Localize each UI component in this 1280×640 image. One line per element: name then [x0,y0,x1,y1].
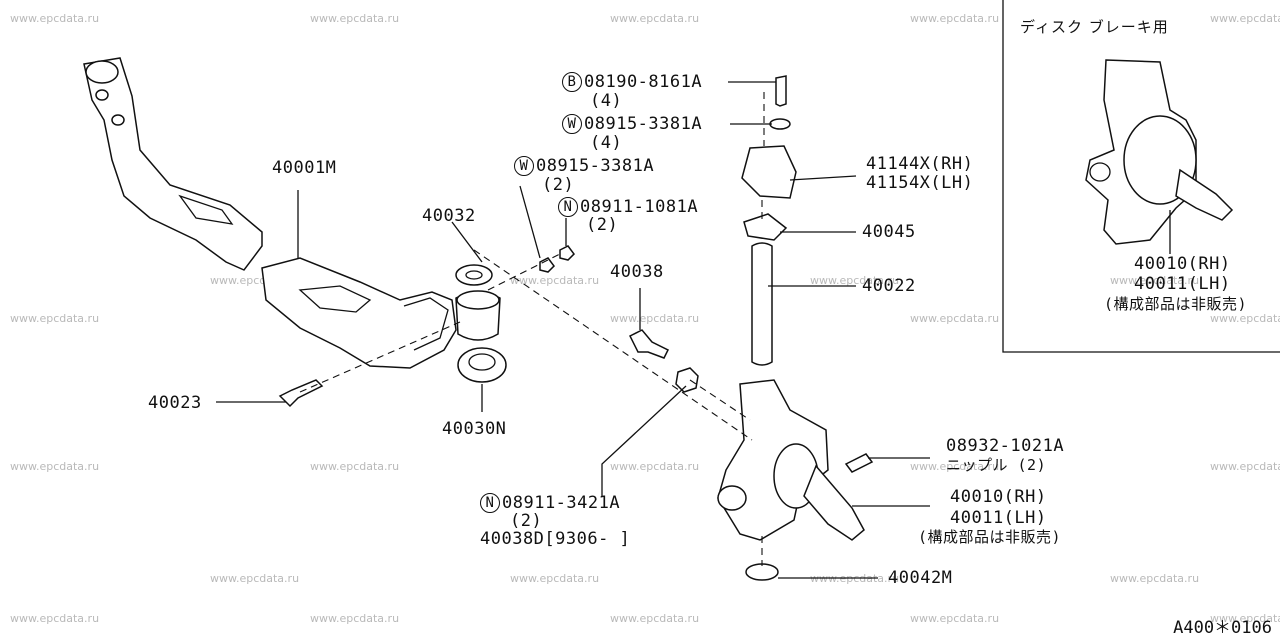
circle-n-icon: N [480,493,500,513]
label-40045: 40045 [862,222,916,242]
label-w2-number: 08915-3381A [536,156,655,176]
bolt-b-drawing [775,75,787,107]
washer-w-drawing [769,118,791,130]
bolt-40038-drawing [628,329,699,393]
label-08932: 08932-1021A [946,436,1065,456]
label-40001m: 40001M [272,158,337,178]
watermark: www.epcdata.ru [10,460,100,473]
inset-knuckle-drawing [1085,59,1234,245]
label-n2-qty: (2) [510,511,543,531]
label-w1-qty: (4) [590,133,623,153]
label-40042m: 40042M [888,568,953,588]
watermark: www.epcdata.ru [1110,274,1200,287]
watermark: www.epcdata.ru [310,460,400,473]
nut-drawing [559,245,575,261]
circle-b-icon: B [562,72,582,92]
label-40023: 40023 [148,393,202,413]
seal-drawing [745,563,779,581]
leader-lines [216,81,1171,579]
circle-w-icon: W [514,156,534,176]
inset-title: ディスク ブレーキ用 [1020,18,1169,36]
label-b-number: 08190-8161A [584,72,703,92]
label-n1-number: 08911-1081A [580,197,699,217]
label-nipple-note: ニップル (2) [946,456,1047,474]
label-40038d: 40038D[9306- ] [480,529,631,549]
watermark: www.epcdata.ru [210,572,300,585]
watermark: www.epcdata.ru [1110,572,1200,585]
watermark: www.epcdata.ru [1210,312,1280,325]
bushing-drawing [455,264,507,383]
label-40011: 40011(LH) [950,508,1047,528]
watermark: www.epcdata.ru [310,12,400,25]
nipple-drawing [844,453,874,473]
watermark: www.epcdata.ru [810,274,900,287]
label-40010: 40010(RH) [950,487,1047,507]
circle-w-icon: W [562,114,582,134]
label-not-sold-note: (構成部品は非販売) [918,528,1062,546]
plate-drawing [741,145,797,199]
label-n1-qty: (2) [586,215,619,235]
watermark: www.epcdata.ru [610,460,700,473]
king-pin-drawing [751,242,773,366]
inset-frame [1002,0,1280,353]
label-w2-qty: (2) [542,175,575,195]
page-id: A400＊0106 [1173,618,1272,638]
watermark: www.epcdata.ru [510,274,600,287]
label-w1-number: 08915-3381A [584,114,703,134]
knuckle-drawing [717,379,865,541]
watermark: www.epcdata.ru [510,572,600,585]
label-n2-number: 08911-3421A [502,493,621,513]
watermark: www.epcdata.ru [10,312,100,325]
washer-drawing [539,257,555,273]
watermark: www.epcdata.ru [310,612,400,625]
alignment-lines [299,92,765,566]
transverse-link-drawing [83,57,457,369]
label-41144x: 41144X(RH) [866,154,974,174]
watermark: www.epcdata.ru [910,612,1000,625]
inset-label-40010: 40010(RH) [1134,254,1231,274]
bolt-40023-drawing [278,379,324,408]
inset-not-sold-note: (構成部品は非販売) [1104,295,1248,313]
watermark: www.epcdata.ru [1210,612,1280,625]
label-41154x: 41154X(LH) [866,173,974,193]
watermark: www.epcdata.ru [610,312,700,325]
watermark: www.epcdata.ru [10,612,100,625]
label-40038: 40038 [610,262,664,282]
watermark: www.epcdata.ru [910,460,1000,473]
watermark: www.epcdata.ru [610,612,700,625]
label-40030n: 40030N [442,419,507,439]
watermark: www.epcdata.ru [1210,460,1280,473]
circle-n-icon: N [558,197,578,217]
label-b-qty: (4) [590,91,623,111]
watermark: www.epcdata.ru [610,12,700,25]
label-40032: 40032 [422,206,476,226]
label-40022: 40022 [862,276,916,296]
watermark: www.epcdata.ru [910,312,1000,325]
watermark: www.epcdata.ru [1210,12,1280,25]
inset-label-40011: 40011(LH) [1134,274,1231,294]
watermark: www.epcdata.ru [10,12,100,25]
gasket-drawing [743,213,788,241]
watermark: www.epcdata.ru [910,12,1000,25]
